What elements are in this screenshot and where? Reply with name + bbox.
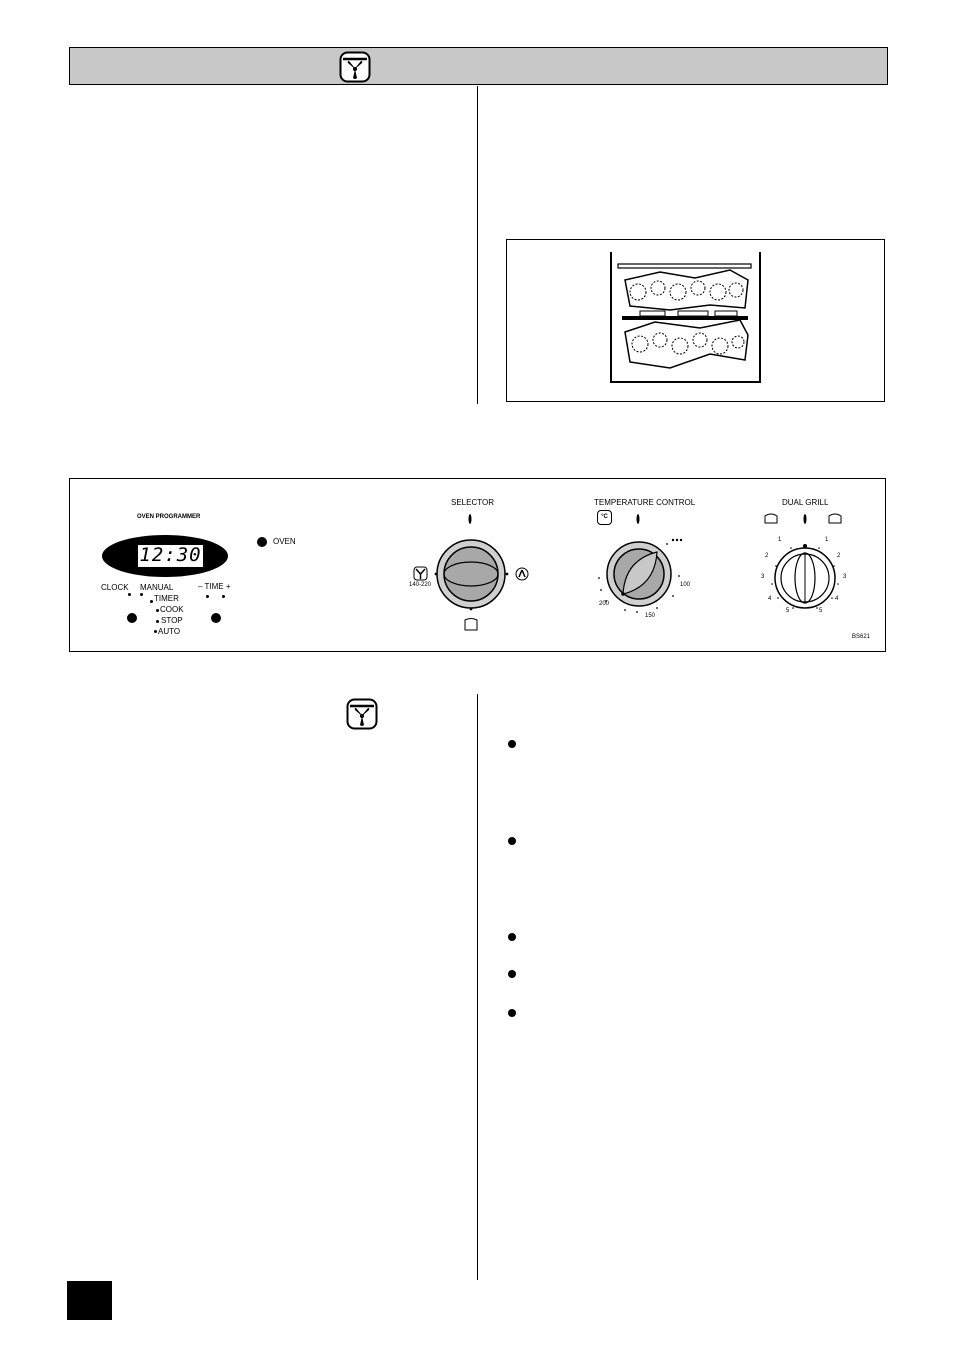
auto-label: AUTO bbox=[158, 627, 181, 636]
oven-indicator-light bbox=[257, 537, 267, 547]
selector-title: SELECTOR bbox=[451, 498, 494, 507]
cook-indicator bbox=[156, 609, 159, 612]
stop-label: STOP bbox=[161, 616, 183, 625]
dual-grill-title: DUAL GRILL bbox=[782, 498, 829, 507]
display-time: 12:30 bbox=[139, 544, 202, 566]
selector-knob[interactable] bbox=[404, 510, 536, 635]
selector-range-label: 140-220 bbox=[409, 582, 432, 588]
oven-interior-illustration bbox=[610, 252, 761, 383]
fan-oven-icon bbox=[339, 51, 371, 83]
fan-oven-icon bbox=[346, 698, 378, 730]
manual-indicator bbox=[140, 593, 143, 596]
grill-right-mark-1: 1 bbox=[825, 537, 829, 543]
timer-indicator bbox=[150, 600, 153, 603]
bullet-point bbox=[508, 1009, 516, 1017]
cook-label: COOK bbox=[160, 605, 184, 614]
celsius-icon: °C bbox=[597, 510, 612, 525]
time-label: – TIME + bbox=[198, 582, 231, 591]
grill-right-mark-4: 4 bbox=[835, 596, 839, 602]
manual-label: MANUAL bbox=[140, 583, 174, 592]
grill-left-mark-5: 5 bbox=[786, 608, 790, 614]
section-header-bar bbox=[69, 47, 888, 85]
temperature-knob[interactable] bbox=[595, 510, 690, 625]
oven-programmer-label: OVEN PROGRAMMER bbox=[137, 514, 201, 520]
oven-indicator-label: OVEN bbox=[273, 537, 296, 546]
time-minus-indicator bbox=[206, 595, 209, 598]
panel-code: BS621 bbox=[852, 634, 871, 640]
grill-right-mark-3: 3 bbox=[843, 574, 847, 580]
column-divider bbox=[477, 694, 478, 1280]
temp-mark-150: 150 bbox=[645, 613, 656, 619]
control-panel bbox=[69, 478, 886, 652]
bullet-point bbox=[508, 837, 516, 845]
programmer-right-button[interactable] bbox=[211, 613, 221, 623]
bullet-point bbox=[508, 970, 516, 978]
programmer-display bbox=[102, 535, 228, 577]
grill-right-mark-5: 5 bbox=[819, 608, 823, 614]
oven-illustration-frame bbox=[506, 239, 885, 402]
column-divider bbox=[477, 86, 478, 404]
grill-left-mark-3: 3 bbox=[761, 574, 765, 580]
bullet-point bbox=[508, 740, 516, 748]
bullet-point bbox=[508, 933, 516, 941]
temperature-control-title: TEMPERATURE CONTROL bbox=[594, 498, 696, 507]
grill-left-mark-4: 4 bbox=[768, 596, 772, 602]
grill-left-mark-2: 2 bbox=[765, 553, 769, 559]
clock-label: CLOCK bbox=[101, 583, 129, 592]
grill-left-mark-1: 1 bbox=[778, 537, 782, 543]
timer-label: TIMER bbox=[154, 594, 179, 603]
temp-mark-200: 200 bbox=[599, 601, 610, 607]
auto-indicator bbox=[154, 630, 157, 633]
page-number-box bbox=[67, 1281, 112, 1320]
grill-right-mark-2: 2 bbox=[837, 553, 841, 559]
temp-mark-100: 100 bbox=[680, 582, 691, 588]
clock-indicator bbox=[128, 593, 131, 596]
time-plus-indicator bbox=[222, 595, 225, 598]
stop-indicator bbox=[156, 620, 159, 623]
programmer-left-button[interactable] bbox=[127, 613, 137, 623]
dual-grill-knob[interactable] bbox=[758, 508, 853, 620]
